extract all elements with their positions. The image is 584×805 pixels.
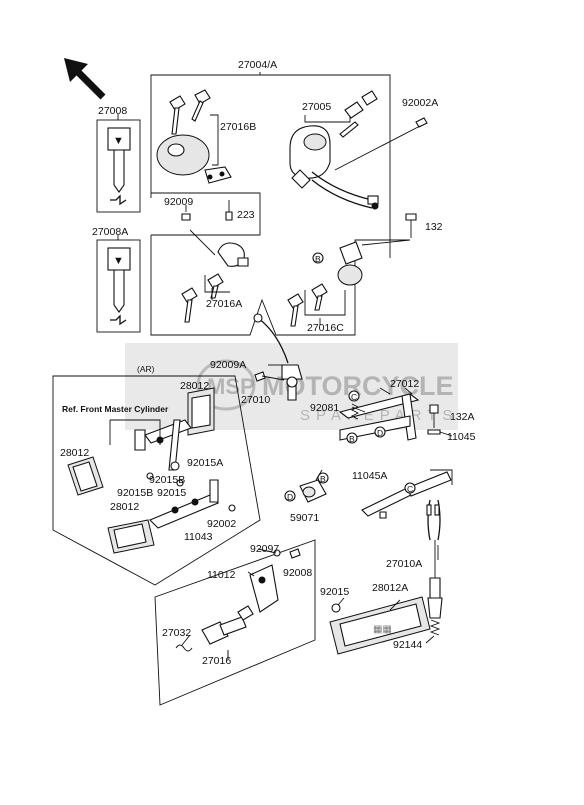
label-11012[interactable]: 11012 [207, 569, 236, 581]
label-92009[interactable]: 92009 [164, 196, 193, 208]
label-27010[interactable]: 27010 [241, 394, 270, 406]
watermark-sub: SPAREPARTS [300, 407, 458, 424]
label-28012A[interactable]: 28012A [372, 582, 408, 594]
label-28012-left[interactable]: 28012 [60, 447, 89, 459]
marker-b-1: B [315, 254, 321, 264]
ignition-switch-27005 [289, 90, 379, 210]
label-27008A[interactable]: 27008A [92, 226, 128, 238]
key-pair-27016B [169, 89, 219, 166]
spring-92081 [350, 403, 360, 420]
label-11043[interactable]: 11043 [184, 531, 213, 543]
label-223[interactable]: 223 [237, 209, 255, 221]
clip-27032 [175, 644, 193, 652]
label-27008[interactable]: 27008 [98, 105, 127, 117]
nuts-92015 [146, 461, 236, 512]
front-direction-arrow-icon [64, 58, 106, 100]
reflector-28012A: ▦▦ [329, 596, 431, 655]
cover-11012 [249, 564, 279, 613]
bolt-132 [405, 213, 417, 238]
label-92015-left[interactable]: 92015 [157, 487, 186, 499]
lock-27016 [201, 605, 254, 660]
label-27016B[interactable]: 27016B [220, 121, 256, 133]
reflector-28012-bottom [107, 519, 155, 554]
svg-text:▼: ▼ [113, 255, 124, 267]
label-27010A[interactable]: 27010A [386, 558, 422, 570]
marker-c-1: C [351, 392, 357, 402]
label-92081[interactable]: 92081 [310, 402, 339, 414]
label-28012-bottom[interactable]: 28012 [110, 501, 139, 513]
label-27032[interactable]: 27032 [162, 627, 191, 639]
marker-b-2: B [320, 474, 326, 484]
lock-27016A [181, 229, 249, 323]
leader-lines [117, 72, 453, 658]
connection-markers: B D B C D B C [284, 252, 416, 502]
label-132[interactable]: 132 [425, 221, 443, 233]
label-27005[interactable]: 27005 [302, 101, 331, 113]
label-92009A[interactable]: 92009A [210, 359, 246, 371]
switch-59071 [299, 469, 327, 503]
reflector-28012-right [187, 387, 215, 436]
bolt-223 [225, 200, 233, 221]
lock-27016C [287, 239, 411, 327]
bracket-11043 [149, 479, 219, 529]
label-92097[interactable]: 92097 [250, 543, 279, 555]
reflector-group-frame [52, 375, 261, 586]
key-27008A-box: ▼ [96, 239, 141, 333]
key-27008-box: ▼ [96, 119, 141, 213]
bolt-92009 [181, 205, 191, 221]
label-ref-front-master-cylinder: Ref. Front Master Cylinder [62, 404, 169, 414]
label-11045[interactable]: 11045 [447, 431, 476, 443]
nut-92015-lower [331, 603, 341, 613]
svg-text:▦▦: ▦▦ [373, 624, 392, 635]
label-59071[interactable]: 59071 [290, 512, 319, 524]
switch-27010A [426, 499, 443, 636]
label-27016C[interactable]: 27016C [307, 322, 344, 334]
marker-d-1: D [287, 492, 293, 502]
label-11045A[interactable]: 11045A [352, 470, 387, 482]
label-92015B[interactable]: 92015B [117, 487, 153, 499]
bolt-132A [427, 404, 441, 435]
label-27012[interactable]: 27012 [390, 378, 419, 390]
label-27016[interactable]: 27016 [202, 655, 231, 667]
marker-c-2: C [407, 484, 413, 494]
label-92015-lower[interactable]: 92015 [320, 586, 349, 598]
label-ar: (AR) [137, 364, 155, 374]
label-27004A[interactable]: 27004/A [238, 59, 277, 71]
svg-text:▼: ▼ [113, 135, 124, 147]
label-27016A[interactable]: 27016A [206, 298, 242, 310]
label-92002A[interactable]: 92002A [402, 97, 438, 109]
label-92015B-upper[interactable]: 92015B [149, 474, 185, 486]
label-92015A[interactable]: 92015A [187, 457, 223, 469]
switch-27010 [253, 313, 303, 401]
label-92002[interactable]: 92002 [207, 518, 236, 530]
screw-92002A [334, 117, 428, 171]
marker-d-2: D [377, 428, 383, 438]
label-92144[interactable]: 92144 [393, 639, 422, 651]
part-number-labels: 27004/A 27008 27016B 27005 92002A 92009 … [60, 59, 476, 667]
watermark-logo: MSP [207, 374, 255, 399]
lower-group-frame [154, 539, 316, 706]
label-28012-top[interactable]: 28012 [180, 380, 209, 392]
label-132A[interactable]: 132A [450, 411, 475, 423]
bracket-reflector [109, 419, 192, 471]
marker-b-3: B [349, 434, 355, 444]
reflector-28012-left [67, 456, 104, 496]
cap-lock-27016B [156, 134, 232, 184]
screw-92008 [289, 548, 301, 559]
label-92008[interactable]: 92008 [283, 567, 312, 579]
